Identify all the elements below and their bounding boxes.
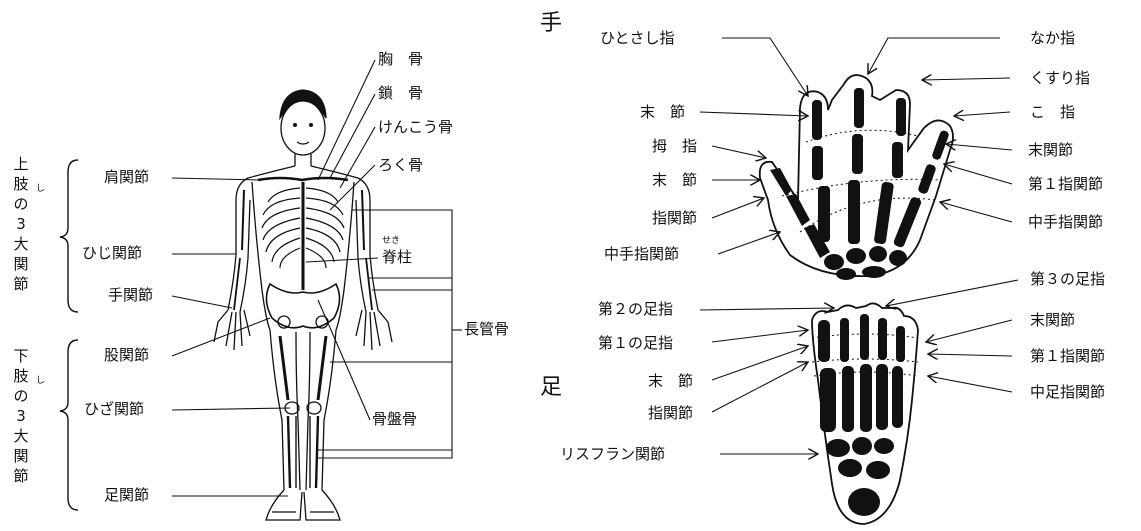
label-hip-joint: 股関節 <box>104 346 150 364</box>
upper-char-1: 上 <box>13 155 29 173</box>
lower-char-4: 3 <box>16 407 26 425</box>
hand-foot-arrows <box>699 37 1019 454</box>
label-spine-ruby: せき <box>382 236 401 246</box>
label-pelvis: 骨盤骨 <box>372 410 418 428</box>
label-middle-finger: なか指 <box>1030 29 1076 47</box>
label-hand-distal-phalanx-2: 末 節 <box>652 171 698 189</box>
upper-limb-brace <box>59 159 79 313</box>
label-sternum: 胸 骨 <box>378 50 424 68</box>
upper-char-3: の <box>13 195 29 213</box>
left-hand-small <box>213 309 251 351</box>
body-outline <box>227 165 379 311</box>
lower-limb-ruby: し <box>36 376 46 386</box>
label-wrist-joint: 手関節 <box>108 286 154 304</box>
lower-limb-group-label: 下 肢 の 3 大 関 節 <box>12 346 30 486</box>
upper-limb-group-label: 上 肢 の 3 大 関 節 <box>12 154 30 294</box>
foot-skeleton <box>811 302 919 525</box>
pelvis-shape <box>265 282 341 329</box>
label-spine: 脊柱 <box>382 248 413 266</box>
upper-char-4: 3 <box>16 215 26 233</box>
label-hand-dip: 末関節 <box>1028 141 1074 159</box>
label-hand-mcp-right: 中手指関節 <box>1028 213 1104 231</box>
lower-char-5: 大 <box>13 427 29 445</box>
label-second-toe: 第２の足指 <box>598 300 674 318</box>
label-ring-finger: くすり指 <box>1030 69 1091 87</box>
upper-char-2: 肢 <box>13 175 29 193</box>
upper-limb-ruby: し <box>36 184 46 194</box>
hand-title: 手 <box>540 11 563 36</box>
label-lisfranc-joint: リスフラン関節 <box>560 445 666 463</box>
head <box>280 100 326 156</box>
foot-title: 足 <box>540 375 563 400</box>
upper-char-5: 大 <box>13 235 29 253</box>
label-foot-ip-joint: 指関節 <box>648 404 694 422</box>
label-foot-pip: 第１指関節 <box>1030 347 1106 365</box>
label-shoulder-joint: 肩関節 <box>104 168 150 186</box>
label-clavicle: 鎖 骨 <box>378 84 424 102</box>
label-hand-ip-joint: 指関節 <box>652 209 698 227</box>
label-hand-pip: 第１指関節 <box>1028 175 1104 193</box>
label-hand-mcp-left: 中手指関節 <box>604 245 680 263</box>
ribcage <box>261 182 345 290</box>
label-little-finger: こ 指 <box>1030 103 1076 121</box>
human-figure <box>213 89 393 521</box>
label-first-toe: 第１の足指 <box>598 334 674 352</box>
lower-char-2: 肢 <box>13 367 29 385</box>
lower-char-6: 関 <box>13 447 29 465</box>
label-thumb: 拇 指 <box>652 137 698 155</box>
lower-char-7: 節 <box>13 467 29 485</box>
label-index-finger: ひとさし指 <box>600 29 675 47</box>
right-foot-small <box>303 489 341 521</box>
label-long-bone: 長管骨 <box>464 320 510 338</box>
hand-skeleton <box>758 74 954 280</box>
upper-char-6: 関 <box>13 255 29 273</box>
label-knee-joint: ひざ関節 <box>84 400 145 418</box>
label-ankle-joint: 足関節 <box>104 486 150 504</box>
lower-char-3: の <box>13 387 29 405</box>
body-leader-lines <box>171 59 462 497</box>
upper-char-7: 節 <box>13 275 29 293</box>
left-foot-small <box>265 489 303 521</box>
label-rib: ろく骨 <box>378 156 424 174</box>
right-hand-small <box>355 309 393 351</box>
label-foot-mtp: 中足指関節 <box>1030 383 1106 401</box>
lower-limb-brace <box>59 339 79 511</box>
label-hand-distal-phalanx-1: 末 節 <box>640 103 686 121</box>
label-scapula: けんこう骨 <box>378 118 454 136</box>
label-foot-dip: 末関節 <box>1030 311 1076 329</box>
label-third-toe: 第３の足指 <box>1030 270 1106 288</box>
label-elbow-joint: ひじ関節 <box>82 244 143 262</box>
lower-char-1: 下 <box>13 347 29 365</box>
label-foot-distal-phalanx: 末 節 <box>648 372 694 390</box>
